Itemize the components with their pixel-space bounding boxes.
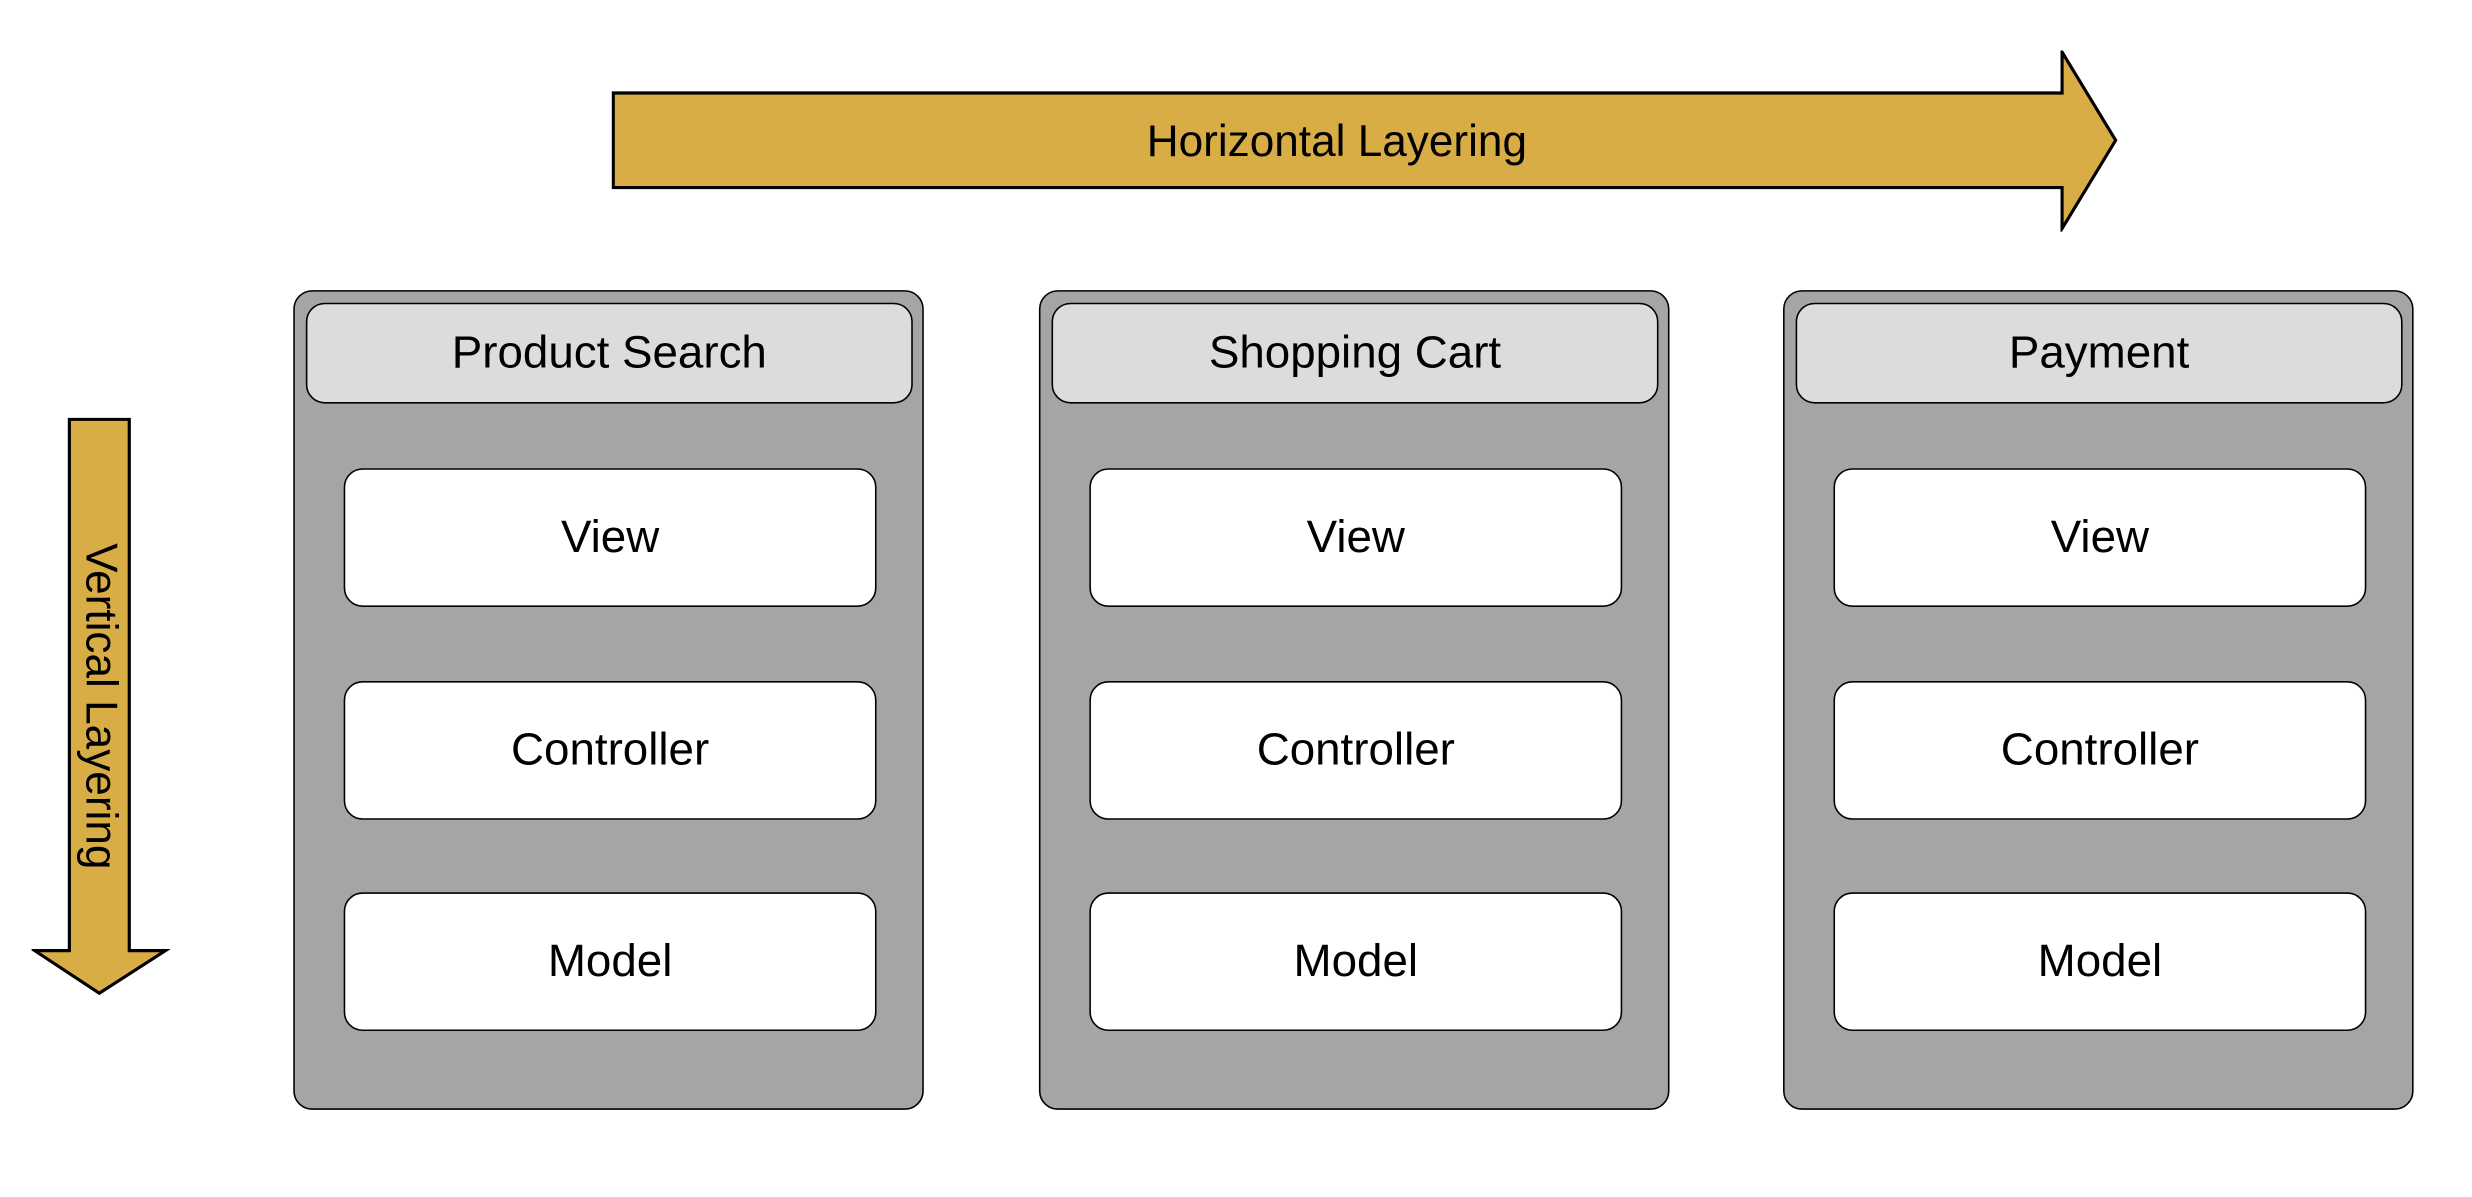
- column-shopping-cart: Shopping Cart View Controller Model: [1038, 290, 1670, 1110]
- view-layer-box: View: [1089, 468, 1623, 607]
- column-title: Payment: [1795, 302, 2403, 404]
- model-layer-box: Model: [1089, 892, 1623, 1032]
- controller-layer-box: Controller: [343, 681, 877, 820]
- vertical-layering-arrow: Vertical Layering: [31, 417, 171, 997]
- view-layer-box: View: [343, 468, 877, 607]
- model-layer-box: Model: [343, 892, 877, 1032]
- column-payment: Payment View Controller Model: [1783, 290, 2414, 1110]
- controller-layer-box: Controller: [1833, 681, 2367, 820]
- column-product-search: Product Search View Controller Model: [293, 290, 924, 1110]
- view-layer-box: View: [1833, 468, 2367, 607]
- model-layer-box: Model: [1833, 892, 2367, 1032]
- horizontal-layering-arrow: Horizontal Layering: [611, 50, 2119, 232]
- column-title: Product Search: [305, 302, 913, 404]
- controller-layer-box: Controller: [1089, 681, 1623, 820]
- right-arrow-icon: [611, 50, 2118, 232]
- horizontal-layering-label: Horizontal Layering: [1146, 115, 1528, 165]
- vertical-layering-label: Vertical Layering: [77, 543, 127, 870]
- down-arrow-icon: [31, 417, 171, 996]
- column-title: Shopping Cart: [1051, 302, 1659, 404]
